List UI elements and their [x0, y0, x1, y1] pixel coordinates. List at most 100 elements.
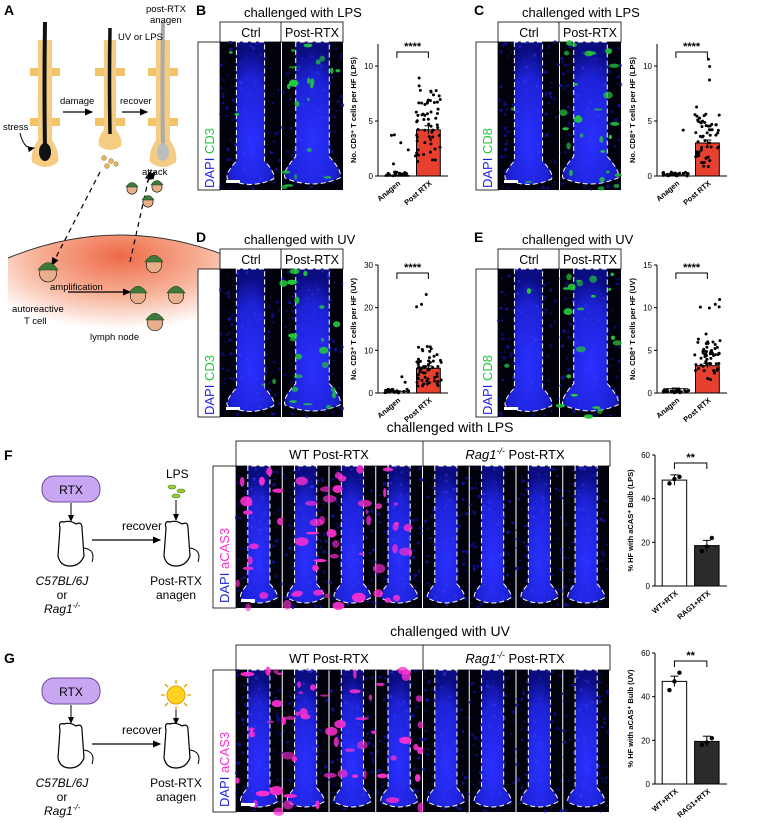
data-point [713, 346, 717, 350]
label-recover: recover [120, 96, 152, 107]
bar [694, 545, 720, 587]
data-point [717, 361, 721, 365]
data-point [706, 155, 710, 159]
data-point [669, 172, 673, 176]
data-point [415, 120, 419, 124]
data-point [413, 154, 417, 158]
data-point [426, 368, 430, 372]
data-point [661, 173, 665, 177]
data-point [428, 360, 432, 364]
y-tick-label: 0 [648, 172, 653, 181]
lps-particles-icon [167, 484, 186, 499]
x-tick-label: Post RTX [681, 179, 712, 207]
channel-label: DAPI CD3 [202, 128, 217, 188]
data-point [704, 332, 708, 336]
header-box [219, 21, 344, 43]
data-point [662, 388, 666, 392]
y-tick-label: 20 [364, 304, 373, 313]
data-point [669, 389, 673, 393]
data-point [429, 124, 433, 128]
data-point [683, 389, 687, 393]
rag1-post-rtx-label: Rag1-/- Post-RTX [465, 650, 565, 666]
data-point [699, 148, 703, 152]
data-point [435, 374, 439, 378]
data-point [417, 366, 421, 370]
bar [661, 680, 688, 785]
data-point [416, 384, 420, 388]
rag1-image [515, 465, 564, 608]
data-point [431, 135, 435, 139]
data-point [712, 371, 716, 375]
y-tick-label: 10 [364, 346, 373, 355]
data-point [434, 116, 438, 120]
data-point [716, 128, 720, 132]
data-point [709, 362, 713, 366]
data-point [404, 172, 408, 176]
data-point [699, 363, 703, 367]
data-point [437, 133, 441, 137]
data-point [417, 76, 421, 80]
t-cell-icon [150, 180, 164, 193]
data-point [435, 353, 439, 357]
data-point [702, 347, 706, 351]
data-point [705, 145, 709, 149]
wt-image [234, 465, 286, 612]
data-point [704, 360, 708, 364]
ctrl-image [496, 267, 560, 418]
post-rtx-image [280, 41, 345, 190]
x-tick-label: Anagen [375, 395, 402, 420]
data-point [701, 134, 705, 138]
scale-bar [226, 407, 240, 410]
data-point [421, 384, 425, 388]
data-point [427, 122, 431, 126]
scale-bar [226, 180, 240, 183]
data-point [675, 172, 679, 176]
data-point [703, 353, 707, 357]
data-point [416, 159, 420, 163]
data-point [428, 138, 432, 142]
data-point [700, 145, 704, 149]
y-tick-label: 20 [641, 736, 650, 745]
strip-title: challenged with LPS [387, 419, 514, 435]
data-point [703, 139, 707, 143]
data-point [693, 353, 697, 357]
wt-image [282, 465, 333, 610]
panel-letter-d: D [196, 229, 206, 245]
lps-label: LPS [166, 467, 189, 481]
y-tick-label: 15 [643, 261, 652, 270]
data-point [433, 379, 437, 383]
header-box [219, 248, 344, 270]
data-point [423, 141, 427, 145]
label-damage: damage [60, 96, 94, 107]
significance-bracket [396, 51, 429, 58]
data-point [423, 128, 427, 132]
label-t-cell: T cell [24, 316, 47, 327]
y-tick-label: 0 [369, 389, 374, 398]
data-point [699, 742, 705, 747]
rtx-label: RTX [59, 685, 83, 699]
data-point [395, 390, 399, 394]
data-point [415, 305, 419, 309]
data-point [706, 377, 710, 381]
y-tick-label: 0 [646, 780, 651, 789]
data-point [708, 65, 712, 69]
data-point [715, 345, 719, 349]
data-point [414, 110, 418, 114]
anagen-label: anagen [156, 588, 196, 602]
hair-follicle-stress [30, 21, 60, 167]
data-point [707, 78, 711, 82]
x-tick-label: Post RTX [402, 179, 433, 207]
significance-label: ** [686, 650, 695, 662]
data-point [698, 305, 702, 309]
data-point [435, 123, 439, 127]
data-point [708, 133, 712, 137]
data-point [433, 376, 437, 380]
data-point [425, 112, 429, 116]
y-tick-label: 10 [643, 304, 652, 313]
y-tick-label: 0 [648, 389, 653, 398]
data-point [406, 148, 410, 152]
data-point [705, 345, 709, 349]
